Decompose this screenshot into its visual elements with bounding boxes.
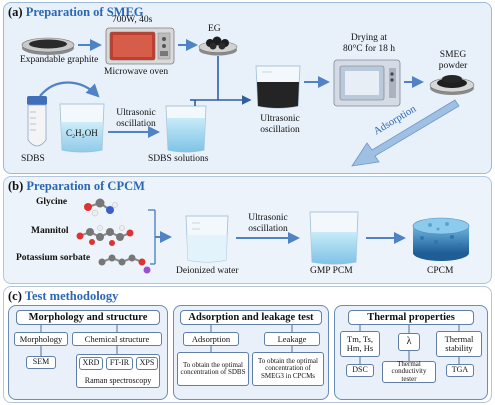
head-adsorption-leakage: Adsorption and leakage test — [180, 310, 322, 325]
label-microwave-oven: Microwave oven — [104, 67, 169, 77]
potassium-sorbate-molecule-icon — [98, 254, 151, 274]
ethanol-beaker-icon — [59, 103, 105, 153]
panel-a-title: (a) Preparation of SMEG — [8, 5, 144, 20]
label-glycine: Glycine — [36, 197, 68, 207]
head-thermal-properties: Thermal properties — [348, 310, 474, 325]
panel-c-title-text: Test methodology — [24, 289, 119, 303]
label-ultrasonic-1: Ultrasonic oscillation — [116, 108, 156, 129]
glycine-molecule-icon — [84, 198, 118, 217]
expandable-graphite-dish-icon — [21, 37, 75, 55]
box-leakage-desc: To obtain the optimal concentration of S… — [252, 352, 324, 386]
smeg-powder-dish-icon — [429, 75, 475, 95]
label-drying-line2: 80°C for 18 h — [342, 44, 396, 54]
label-ultrasonic-2: Ultrasonic oscillation — [260, 114, 300, 135]
head-morphology-structure: Morphology and structure — [16, 310, 160, 325]
gmp-pcm-beaker-icon — [309, 211, 359, 265]
box-xps: XPS — [136, 357, 158, 370]
cpcm-block-icon — [412, 217, 470, 261]
label-smeg-powder: SMEG powder — [438, 50, 468, 71]
label-gmp-pcm: GMP PCM — [310, 266, 353, 276]
label-eg: EG — [208, 24, 221, 34]
box-morphology: Morphology — [14, 332, 68, 346]
label-cpcm: CPCM — [427, 266, 454, 276]
label-sdbs: SDBS — [21, 154, 45, 164]
box-lambda: λ — [398, 333, 420, 351]
box-chemical-structure: Chemical structure — [72, 332, 162, 346]
box-thermal-conductivity-tester: Thermal conductivity tester — [382, 360, 436, 383]
panel-b-title-text: Preparation of CPCM — [26, 179, 145, 193]
label-drying-line1: Drying at — [350, 33, 388, 43]
box-tga: TGA — [446, 364, 474, 377]
box-adsorption: Adsorption — [183, 332, 239, 346]
deionized-water-beaker-icon — [185, 215, 229, 263]
box-ftir: FT-IR — [106, 357, 133, 370]
raman-label: Raman spectroscopy — [84, 375, 152, 385]
box-adsorption-desc: To obtain the optimal concentration of S… — [177, 352, 249, 386]
label-deionized-water: Deionized water — [176, 266, 239, 276]
drying-oven-icon — [333, 59, 401, 107]
box-xrd: XRD — [79, 357, 103, 370]
panel-b-label: (b) — [8, 179, 24, 193]
eg-suspension-beaker-icon — [255, 65, 301, 109]
label-expandable-graphite: Expandable graphite — [20, 55, 99, 65]
label-potassium-sorbate: Potassium sorbate — [16, 253, 91, 263]
panel-b-title: (b) Preparation of CPCM — [8, 179, 145, 194]
label-ultrasonic-b: Ultrasonic oscillation — [248, 213, 288, 234]
mannitol-molecule-icon — [76, 225, 134, 246]
label-ethanol: C₂H₅OH — [66, 128, 98, 138]
label-mannitol: Mannitol — [31, 226, 69, 236]
microwave-oven-icon — [105, 27, 175, 65]
box-sem: SEM — [26, 356, 56, 369]
sdbs-tube-icon — [27, 96, 47, 147]
panel-a-label: (a) — [8, 5, 23, 19]
panel-c-title: (c) Test methodology — [8, 289, 118, 304]
sdbs-solution-beaker-icon — [165, 105, 207, 153]
eg-dish-icon — [198, 36, 238, 56]
box-thermal-temps: Tm, Ts, Hm, Hs — [340, 331, 380, 357]
label-microwave-params: 700W, 40s — [112, 15, 153, 25]
panel-a-title-text: Preparation of SMEG — [25, 5, 144, 19]
curved-arrow-sdbs — [39, 81, 100, 98]
panel-c-label: (c) — [8, 289, 22, 303]
panel-preparation-cpcm — [3, 176, 492, 284]
box-leakage: Leakage — [264, 332, 320, 346]
label-sdbs-solutions: SDBS solutions — [148, 154, 209, 164]
box-thermal-stability: Thermal stability — [436, 331, 482, 357]
box-dsc: DSC — [346, 364, 374, 377]
adsorption-arrow — [351, 99, 460, 167]
